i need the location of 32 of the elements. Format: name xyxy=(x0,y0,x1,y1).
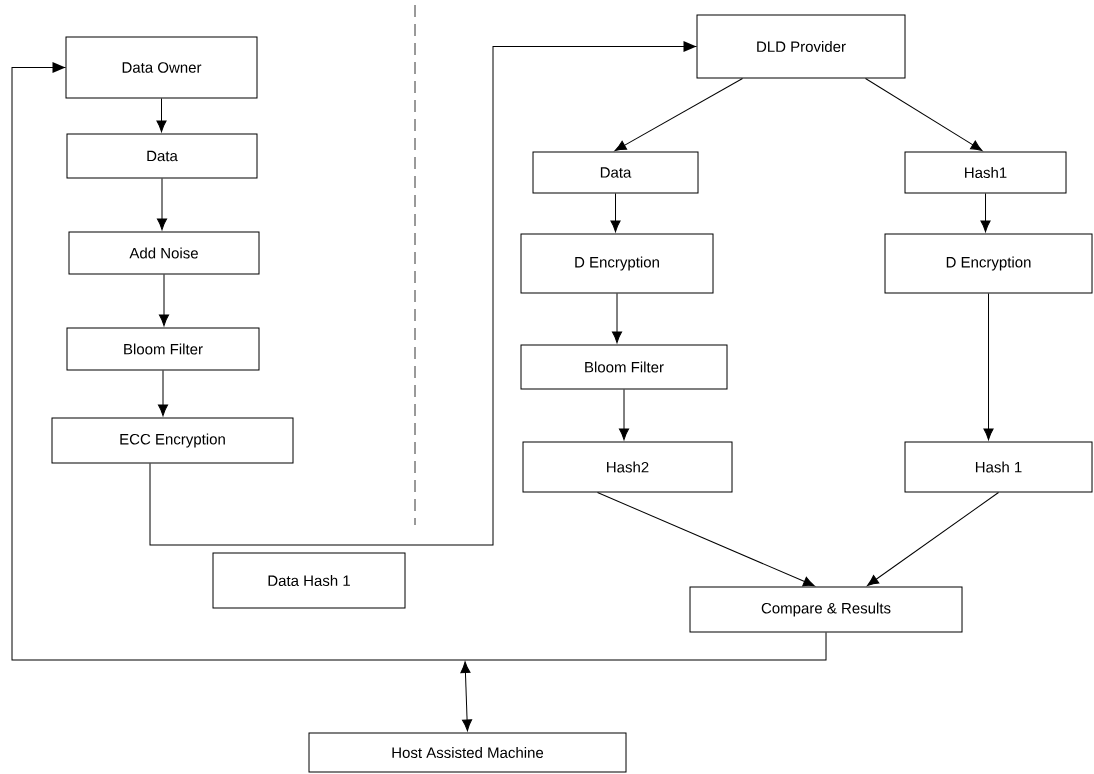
process-box: Hash2 xyxy=(522,441,733,493)
process-box: Data xyxy=(532,151,699,194)
process-box: Compare & Results xyxy=(689,586,963,633)
process-box: Bloom Filter xyxy=(66,327,260,371)
arrow xyxy=(614,78,743,152)
arrow xyxy=(618,389,630,441)
process-box: Add Noise xyxy=(68,231,260,275)
arrow xyxy=(610,193,621,233)
process-box: Data Hash 1 xyxy=(212,552,406,609)
arrow xyxy=(156,178,168,231)
process-box: Hash 1 xyxy=(904,441,1093,493)
process-box: Data xyxy=(66,133,258,179)
arrow xyxy=(157,370,169,417)
arrow xyxy=(983,293,994,441)
arrow xyxy=(156,98,167,133)
process-box: D Encryption xyxy=(520,233,714,294)
process-box: DLD Provider xyxy=(696,14,906,79)
process-box: Host Assisted Machine xyxy=(308,732,627,773)
arrow xyxy=(158,274,170,327)
arrow xyxy=(867,492,999,586)
arrow xyxy=(149,41,697,546)
process-box: D Encryption xyxy=(884,233,1093,294)
arrow xyxy=(980,193,991,233)
process-box: Bloom Filter xyxy=(520,344,728,390)
arrow xyxy=(611,293,623,344)
process-box: Data Owner xyxy=(65,36,258,99)
arrow xyxy=(597,492,815,587)
arrow xyxy=(865,78,983,152)
arrow xyxy=(460,661,473,732)
process-box: Hash1 xyxy=(904,151,1067,194)
process-box: ECC Encryption xyxy=(51,417,294,464)
arrow xyxy=(11,62,827,661)
